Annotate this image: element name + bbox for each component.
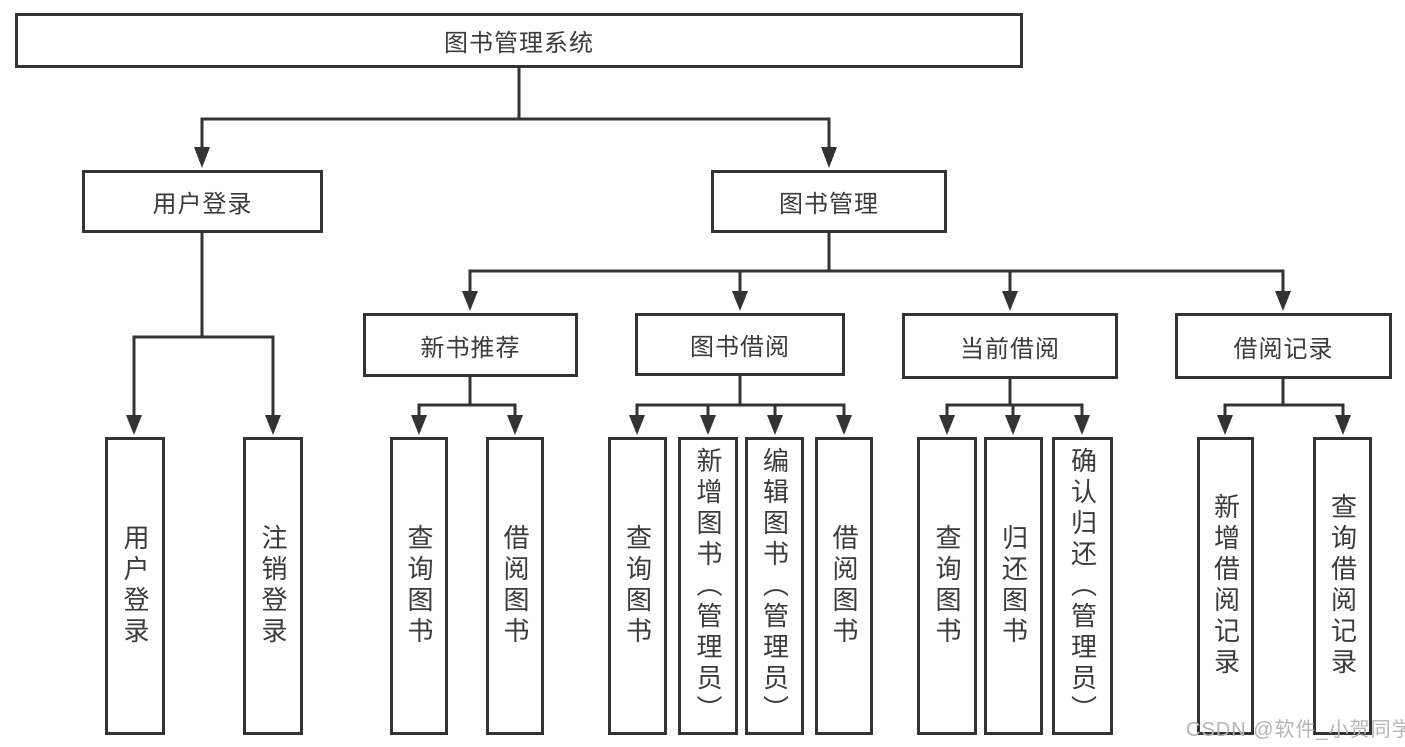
leaf-newbook-borrow-label: 借阅图书 [500,524,530,648]
leaf-current-query: 查询图书 [917,437,977,735]
connector-root-to-level2 [194,68,837,168]
node-book-borrow: 图书借阅 [635,313,845,376]
node-current-borrow-label: 当前借阅 [960,335,1060,363]
node-borrow-records: 借阅记录 [1175,313,1392,379]
leaf-current-confirm-admin: 确认归还（管理员） [1052,437,1113,735]
leaf-current-return-label: 归还图书 [998,524,1029,648]
node-book-management: 图书管理 [711,170,947,233]
leaf-borrow-add-admin: 新增图书（管理员） [678,437,738,735]
leaf-borrow-book-label: 借阅图书 [829,524,859,648]
leaf-newbook-query-label: 查询图书 [404,524,434,648]
node-root-label: 图书管理系统 [444,30,594,57]
leaf-borrow-edit-admin-label: 编辑图书（管理员） [759,446,790,726]
leaf-records-add-label: 新增借阅记录 [1210,493,1241,679]
node-book-borrow-label: 图书借阅 [690,334,790,361]
leaf-current-return: 归还图书 [984,437,1043,735]
node-new-book-recommend: 新书推荐 [363,313,578,377]
leaf-logout: 注销登录 [243,437,303,735]
node-book-management-label: 图书管理 [779,191,879,218]
csdn-watermark: CSDN @软件_小贺同学 [1186,719,1405,741]
leaf-borrow-book: 借阅图书 [815,437,873,735]
leaf-borrow-query-label: 查询图书 [622,524,653,648]
leaf-current-query-label: 查询图书 [932,524,962,648]
connector-book-borrow-to-leaves [629,376,852,435]
node-current-borrow: 当前借阅 [902,313,1118,379]
leaf-borrow-edit-admin: 编辑图书（管理员） [745,437,804,735]
leaf-user-login-label: 用户登录 [120,524,150,648]
node-root: 图书管理系统 [15,13,1023,68]
leaf-records-query: 查询借阅记录 [1313,437,1372,735]
node-borrow-records-label: 借阅记录 [1233,335,1334,363]
node-user-login: 用户登录 [82,170,323,233]
connector-new-book-to-leaves [411,377,523,435]
node-new-book-recommend-label: 新书推荐 [420,334,521,362]
leaf-borrow-query: 查询图书 [608,437,667,735]
leaf-user-login: 用户登录 [105,437,165,735]
connector-user-login-to-leaves [126,233,281,435]
node-user-login-label: 用户登录 [152,191,253,218]
connector-book-management-to-level3 [462,233,1291,311]
leaf-current-confirm-admin-label: 确认归还（管理员） [1067,446,1098,726]
leaf-newbook-borrow: 借阅图书 [486,437,544,735]
leaf-logout-label: 注销登录 [258,524,288,648]
connector-current-borrow-to-leaves [939,379,1090,435]
connector-borrow-records-to-leaves [1217,379,1351,435]
leaf-records-add: 新增借阅记录 [1197,437,1254,735]
leaf-records-query-label: 查询借阅记录 [1327,493,1358,679]
leaf-borrow-add-admin-label: 新增图书（管理员） [693,446,723,726]
leaf-newbook-query: 查询图书 [390,437,448,735]
